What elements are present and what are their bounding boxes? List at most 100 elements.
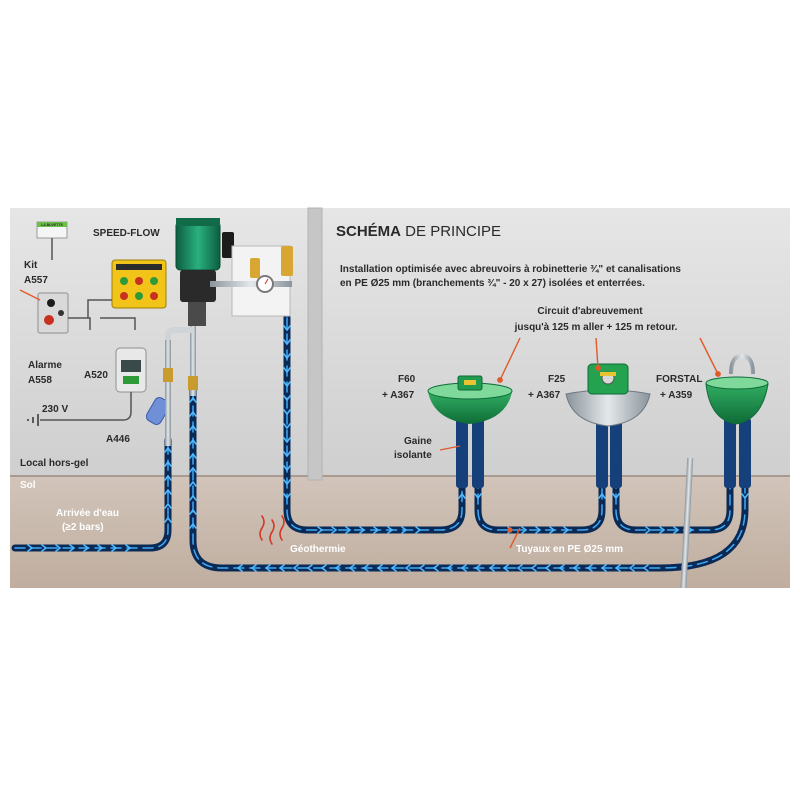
a520-label: A520 xyxy=(84,370,108,381)
flow-chevron xyxy=(600,564,607,572)
gaine-line-2: isolante xyxy=(394,450,432,461)
flow-chevron xyxy=(69,544,76,552)
flow-chevron xyxy=(189,410,197,417)
flow-chevron xyxy=(612,493,620,500)
flow-chevron xyxy=(283,381,291,388)
flow-chevron xyxy=(97,544,104,552)
flow-chevron xyxy=(488,564,495,572)
flow-chevron xyxy=(659,526,666,534)
flow-chevron xyxy=(164,446,172,453)
callout-lines xyxy=(19,289,721,549)
flow-chevron xyxy=(283,493,291,500)
flow-chevron xyxy=(306,564,313,572)
bowl-forstal-name: FORSTAL xyxy=(656,374,702,385)
flow-chevron xyxy=(236,564,243,572)
flow-chevron xyxy=(283,437,291,444)
flow-chevron xyxy=(673,526,680,534)
bowl-f25-ref: + A367 xyxy=(528,390,561,401)
bowl-f60-name: F60 xyxy=(398,374,416,385)
description-line-2: en PE Ø25 mm (branchements ¾" - 20 x 27)… xyxy=(340,278,645,289)
flow-chevron xyxy=(458,492,466,499)
bowl-f60 xyxy=(427,375,513,424)
flow-chevron xyxy=(348,564,355,572)
bowl-f25-name: F25 xyxy=(548,374,566,385)
flow-chevron xyxy=(642,564,649,572)
local-label: Local hors-gel xyxy=(20,458,89,469)
flow-chevron xyxy=(283,409,291,416)
title-rest: DE PRINCIPE xyxy=(401,223,501,240)
flow-chevron xyxy=(432,564,439,572)
voltage-label: 230 V xyxy=(42,404,68,415)
flow-chevron xyxy=(83,544,90,552)
circuit-line-2: jusqu'à 125 m aller + 125 m retour. xyxy=(514,322,678,333)
kit-device: LA BUVETTE xyxy=(36,221,68,260)
flow-chevron xyxy=(460,564,467,572)
flow-chevron xyxy=(283,423,291,430)
flow-chevron xyxy=(334,564,341,572)
insulation-sleeves xyxy=(456,418,751,488)
flow-chevron xyxy=(250,564,257,572)
flow-chevron xyxy=(645,526,652,534)
bowl-f25 xyxy=(565,363,651,427)
flow-chevron xyxy=(283,479,291,486)
flow-chevron xyxy=(283,395,291,402)
flow-chevron xyxy=(189,466,197,473)
flow-chevron xyxy=(516,564,523,572)
speed-flow-label: SPEED-FLOW xyxy=(93,228,160,239)
flow-chevron xyxy=(283,339,291,346)
flow-chevron xyxy=(320,564,327,572)
flow-chevron xyxy=(549,526,556,534)
flow-chevron xyxy=(189,494,197,501)
flow-chevron xyxy=(390,564,397,572)
flow-chevron xyxy=(27,544,34,552)
description-line-1: Installation optimisée avec abreuvoirs à… xyxy=(340,264,681,275)
flow-chevron xyxy=(292,564,299,572)
diagram-title: SCHÉMA DE PRINCIPE xyxy=(336,223,501,240)
title-bold: SCHÉMA xyxy=(336,223,401,240)
flow-chevron xyxy=(283,451,291,458)
arrivee-line-2: (≥2 bars) xyxy=(62,522,104,533)
flow-chevron xyxy=(189,480,197,487)
manifold-panel xyxy=(210,245,293,317)
interior-wall xyxy=(307,207,323,481)
flow-chevron xyxy=(376,564,383,572)
bowl-forstal xyxy=(705,353,769,425)
flow-chevron xyxy=(189,452,197,459)
flow-chevron xyxy=(418,564,425,572)
flow-chevron xyxy=(362,564,369,572)
flow-chevron xyxy=(572,564,579,572)
flow-chevron xyxy=(502,564,509,572)
local-pipes xyxy=(163,326,198,446)
flow-chevron xyxy=(614,564,621,572)
geothermie-label: Géothermie xyxy=(290,544,346,555)
flow-chevron xyxy=(189,522,197,529)
flow-chevron xyxy=(544,564,551,572)
flow-chevron xyxy=(401,526,408,534)
flow-chevron xyxy=(628,564,635,572)
flow-chevron xyxy=(164,502,172,509)
flow-chevron xyxy=(387,526,394,534)
flow-chevron xyxy=(535,526,542,534)
flow-chevron xyxy=(283,367,291,374)
ground-stake xyxy=(680,457,694,589)
flow-chevron xyxy=(741,493,749,500)
alarm-ref: A558 xyxy=(28,375,52,386)
circuit-line-1: Circuit d'abreuvement xyxy=(537,306,643,317)
alarm-name: Alarme xyxy=(28,360,62,371)
flow-chevron xyxy=(586,564,593,572)
flow-chevron xyxy=(415,526,422,534)
a446-label: A446 xyxy=(106,434,130,445)
tuyaux-label: Tuyaux en PE Ø25 mm xyxy=(516,544,623,555)
gaine-line-1: Gaine xyxy=(404,436,432,447)
flow-chevron xyxy=(189,508,197,515)
a446-filter xyxy=(145,397,171,425)
sol-label: Sol xyxy=(20,480,36,491)
flow-chevron xyxy=(189,396,197,403)
flow-chevron xyxy=(521,526,528,534)
flow-chevron xyxy=(278,564,285,572)
flow-chevron xyxy=(563,526,570,534)
flow-chevron xyxy=(474,493,482,500)
panel-label: SPEED-FLOW xyxy=(124,265,155,270)
flow-chevron xyxy=(164,460,172,467)
